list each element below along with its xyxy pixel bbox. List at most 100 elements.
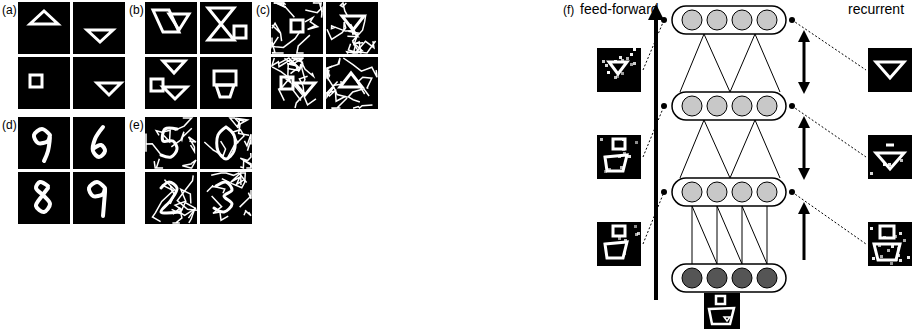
clutter-line [274, 3, 295, 17]
image-panel [145, 172, 197, 224]
noise-pixel [634, 225, 637, 228]
noise-pixel [895, 258, 898, 261]
image-ground [200, 2, 252, 54]
noise-pixel [878, 244, 881, 247]
digit-stroke [89, 182, 105, 216]
unit-circle [707, 268, 727, 288]
image-ground [18, 57, 70, 109]
image-ground [145, 117, 197, 169]
noise-pixel [880, 255, 883, 258]
image-panel [597, 222, 641, 266]
connection-line [704, 34, 730, 92]
digit-stroke [34, 129, 50, 161]
image-panel [704, 293, 740, 329]
shape-outline [30, 75, 42, 87]
image-ground [145, 172, 197, 224]
noise-pixel [623, 152, 626, 155]
panel-label: (c) [256, 4, 270, 17]
unit-circle [732, 182, 752, 202]
image-panel [145, 2, 197, 54]
clutter-line [244, 210, 251, 215]
connection-line [742, 206, 767, 264]
unit-circle [757, 268, 777, 288]
image-panel [200, 2, 252, 54]
noise-pixel [600, 138, 603, 141]
image-ground [200, 117, 252, 169]
image-panel [868, 48, 912, 92]
image-panel [868, 222, 912, 266]
image-panel [18, 2, 70, 54]
connection-line [704, 120, 730, 178]
unit-circle [682, 10, 702, 30]
shape-outline [169, 14, 189, 30]
unit-circle [757, 96, 777, 116]
digit-stroke [161, 128, 177, 157]
shape-outline [876, 153, 904, 169]
leader-line [792, 20, 866, 70]
image-ground [271, 57, 323, 109]
noise-pixel [622, 148, 625, 151]
noise-pixel [624, 239, 627, 242]
image-ground [73, 57, 125, 109]
noise-pixel [607, 71, 610, 74]
shape-outline [709, 308, 734, 324]
noise-pixel [602, 60, 605, 63]
shape-outline [716, 296, 725, 304]
layer-box [672, 92, 786, 120]
shape-outline [874, 244, 900, 260]
image-ground [868, 48, 912, 92]
image-panel [200, 117, 252, 169]
unit-circle [707, 10, 727, 30]
image-panel [18, 172, 70, 224]
recurrent-arrow [803, 208, 806, 260]
noise-pixel [883, 236, 886, 239]
shape-outline [163, 87, 187, 99]
shape-outline [30, 11, 58, 24]
image-ground [326, 2, 378, 54]
image-ground [18, 2, 70, 54]
image-panel [73, 2, 125, 54]
unit-circle [757, 10, 777, 30]
clutter-line [348, 89, 369, 102]
connection-line [767, 206, 768, 264]
recurrent-arrow [803, 122, 806, 174]
shape-outline [281, 77, 293, 89]
shape-outline [234, 26, 246, 38]
digit-stroke [36, 182, 50, 212]
unit-circle [757, 182, 777, 202]
noise-pixel [618, 237, 621, 240]
noise-pixel [626, 57, 629, 60]
shape-outline [342, 16, 364, 30]
image-ground [271, 2, 323, 54]
connection-line [730, 34, 755, 92]
clutter-line [189, 137, 196, 152]
unit-circle [732, 10, 752, 30]
unit-circle [732, 96, 752, 116]
image-panel [18, 57, 70, 109]
noise-pixel [872, 257, 875, 260]
image-ground [597, 135, 641, 179]
layer-box [672, 178, 786, 206]
noise-pixel [635, 141, 638, 144]
connection-line [680, 34, 704, 92]
clutter-line [327, 66, 332, 79]
noise-pixel [605, 64, 608, 67]
leader-dot [661, 103, 667, 109]
shape-outline [605, 155, 627, 171]
connection-line [730, 120, 755, 178]
noise-pixel [630, 63, 633, 66]
clutter-line [327, 22, 346, 39]
panel-label: (e) [129, 119, 144, 132]
noise-pixel [621, 72, 624, 75]
shape-outline [295, 83, 315, 95]
shape-outline [291, 20, 303, 32]
unit-circle [682, 182, 702, 202]
clutter-line [297, 35, 310, 53]
mode-label: feed-forward [580, 2, 659, 17]
connection-line [717, 206, 742, 264]
shape-outline [613, 226, 625, 236]
image-ground [704, 293, 740, 329]
image-ground [326, 57, 378, 109]
image-panel [200, 172, 252, 224]
noise-pixel [899, 259, 902, 262]
